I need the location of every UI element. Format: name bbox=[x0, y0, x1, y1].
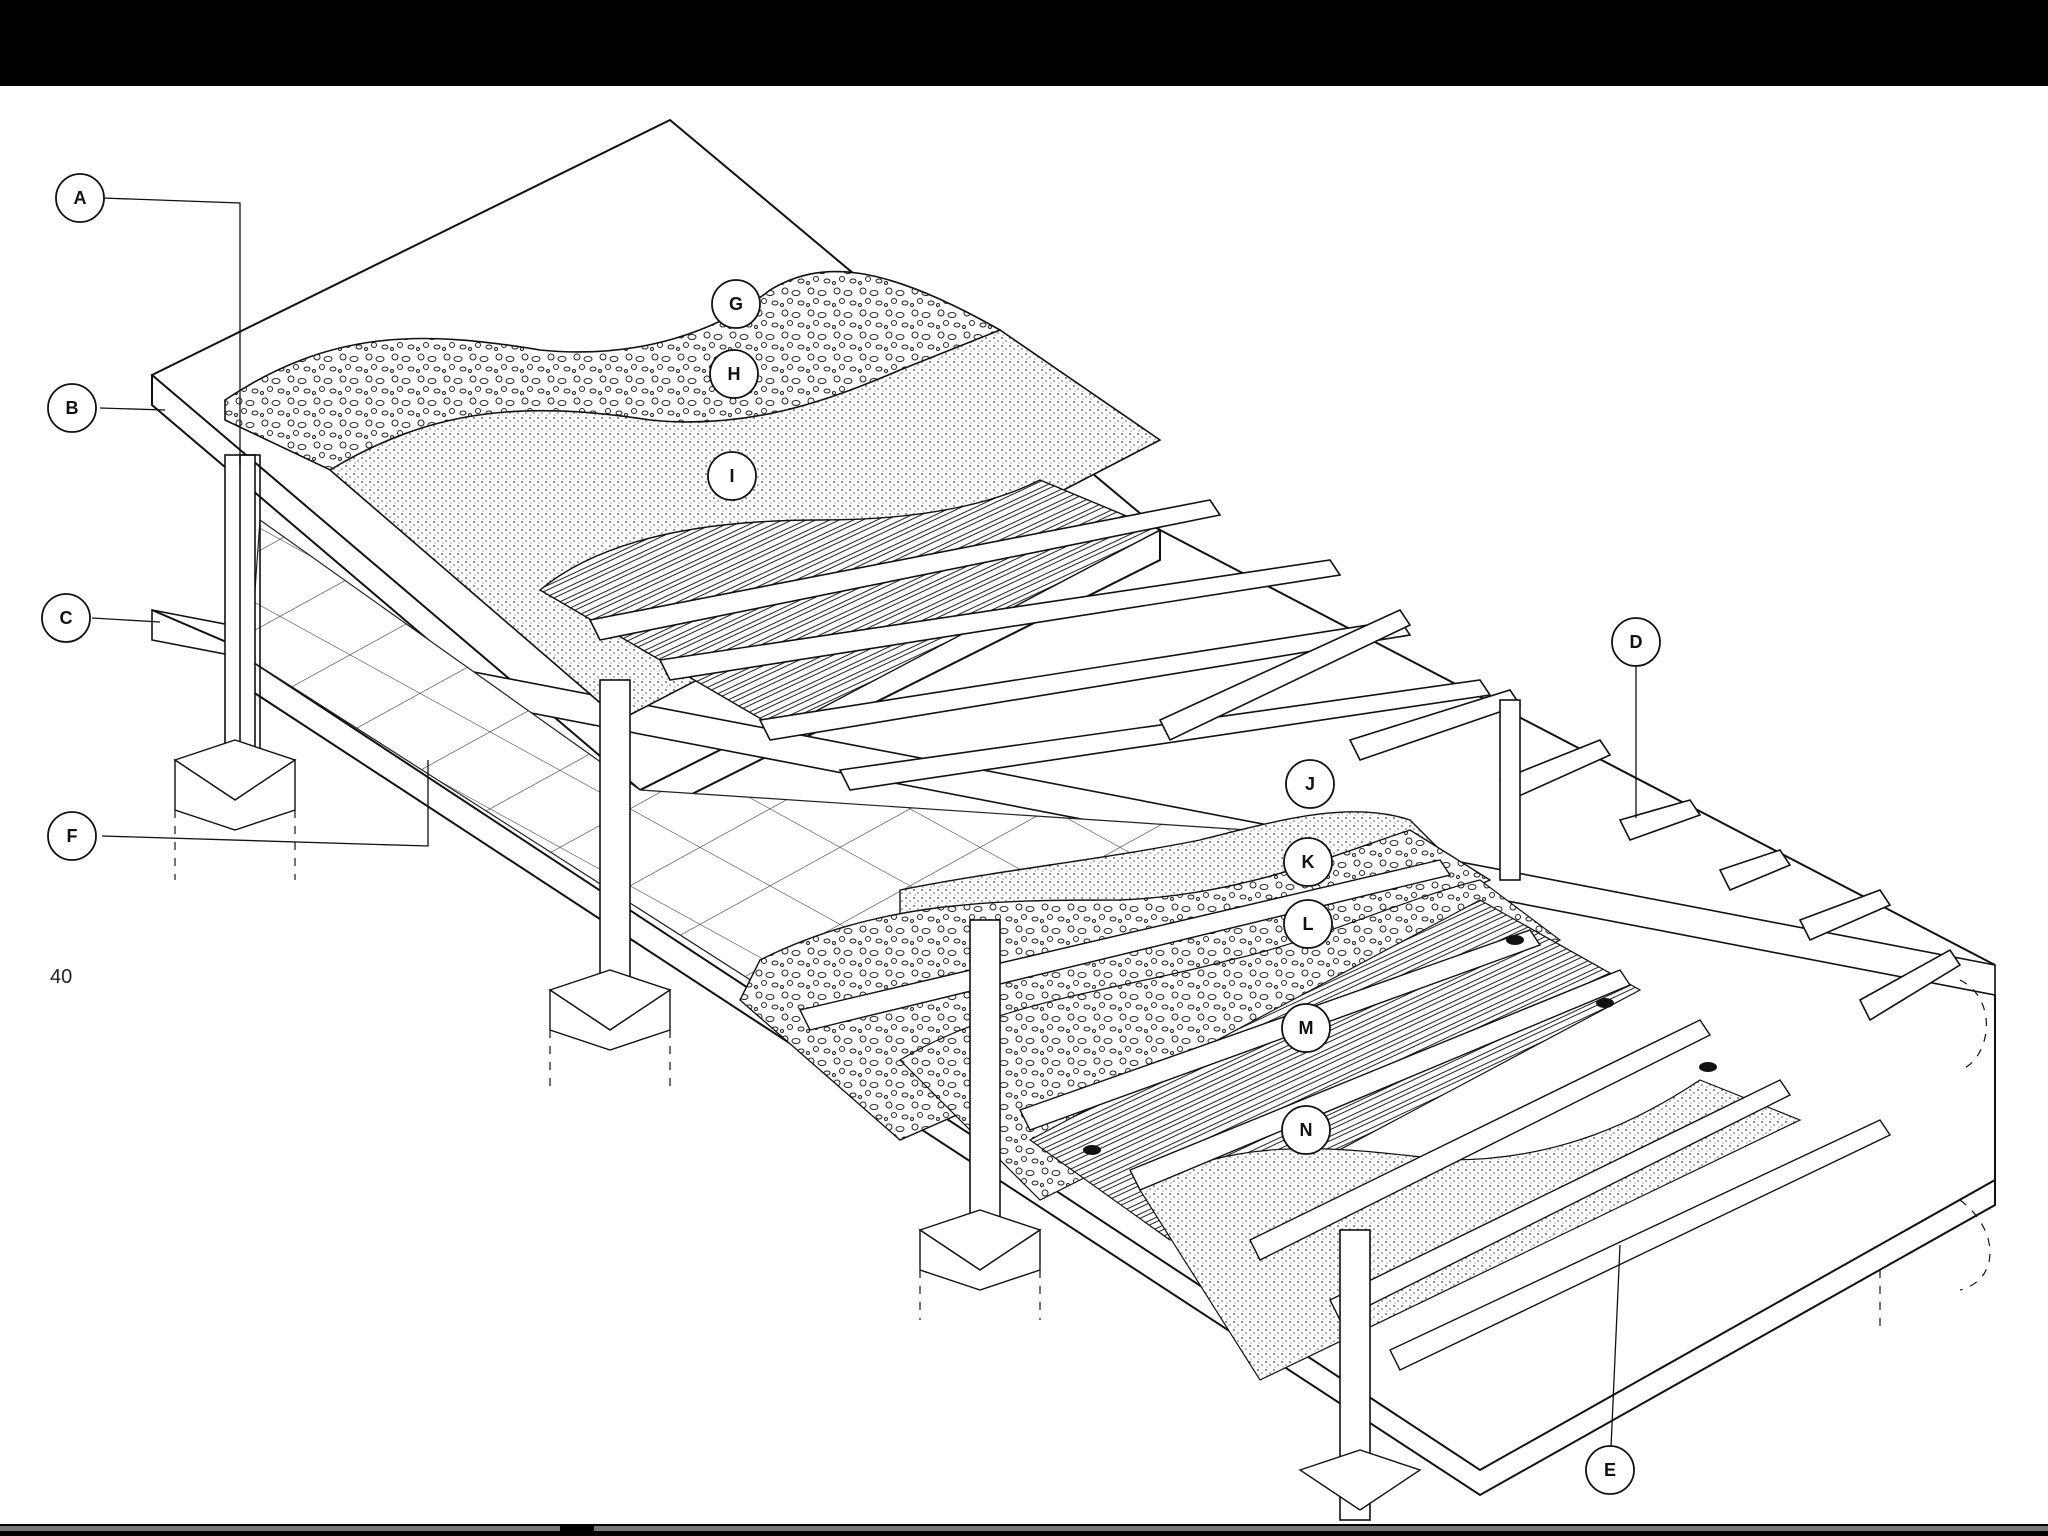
top-black-band bbox=[0, 0, 2048, 86]
callout-c: C bbox=[41, 593, 91, 643]
concrete-footings bbox=[173, 739, 1422, 1511]
svg-text:C: C bbox=[60, 608, 73, 628]
svg-text:M: M bbox=[1299, 1018, 1314, 1038]
svg-text:F: F bbox=[67, 826, 78, 846]
drain-points bbox=[1083, 935, 1717, 1155]
callout-l: L bbox=[1283, 899, 1333, 949]
svg-text:I: I bbox=[729, 466, 734, 486]
svg-text:B: B bbox=[66, 398, 79, 418]
callout-m: M bbox=[1281, 1003, 1331, 1053]
bottom-black-strip bbox=[0, 1524, 2048, 1536]
callout-n: N bbox=[1281, 1105, 1331, 1155]
callout-g: G bbox=[711, 279, 761, 329]
callout-f: F bbox=[47, 811, 97, 861]
roof-beams bbox=[588, 499, 1962, 1022]
svg-text:A: A bbox=[74, 188, 87, 208]
floor-beams bbox=[798, 859, 1892, 1371]
svg-text:D: D bbox=[1630, 632, 1643, 652]
svg-text:H: H bbox=[728, 364, 741, 384]
callout-d: D bbox=[1611, 617, 1661, 667]
callout-k: K bbox=[1283, 837, 1333, 887]
callout-i: I bbox=[707, 451, 757, 501]
svg-text:L: L bbox=[1303, 914, 1314, 934]
callout-e: E bbox=[1585, 1445, 1635, 1495]
callout-a: A bbox=[55, 173, 105, 223]
hidden-footing-lines bbox=[174, 810, 1991, 1330]
callout-h: H bbox=[709, 349, 759, 399]
page-number: 40 bbox=[50, 966, 73, 988]
svg-text:E: E bbox=[1604, 1460, 1616, 1480]
callout-j: J bbox=[1285, 759, 1335, 809]
svg-text:K: K bbox=[1302, 852, 1315, 872]
svg-text:G: G bbox=[729, 294, 743, 314]
svg-text:J: J bbox=[1305, 774, 1315, 794]
svg-text:N: N bbox=[1300, 1120, 1313, 1140]
callout-leaders bbox=[91, 197, 1637, 1471]
callout-b: B bbox=[47, 383, 97, 433]
